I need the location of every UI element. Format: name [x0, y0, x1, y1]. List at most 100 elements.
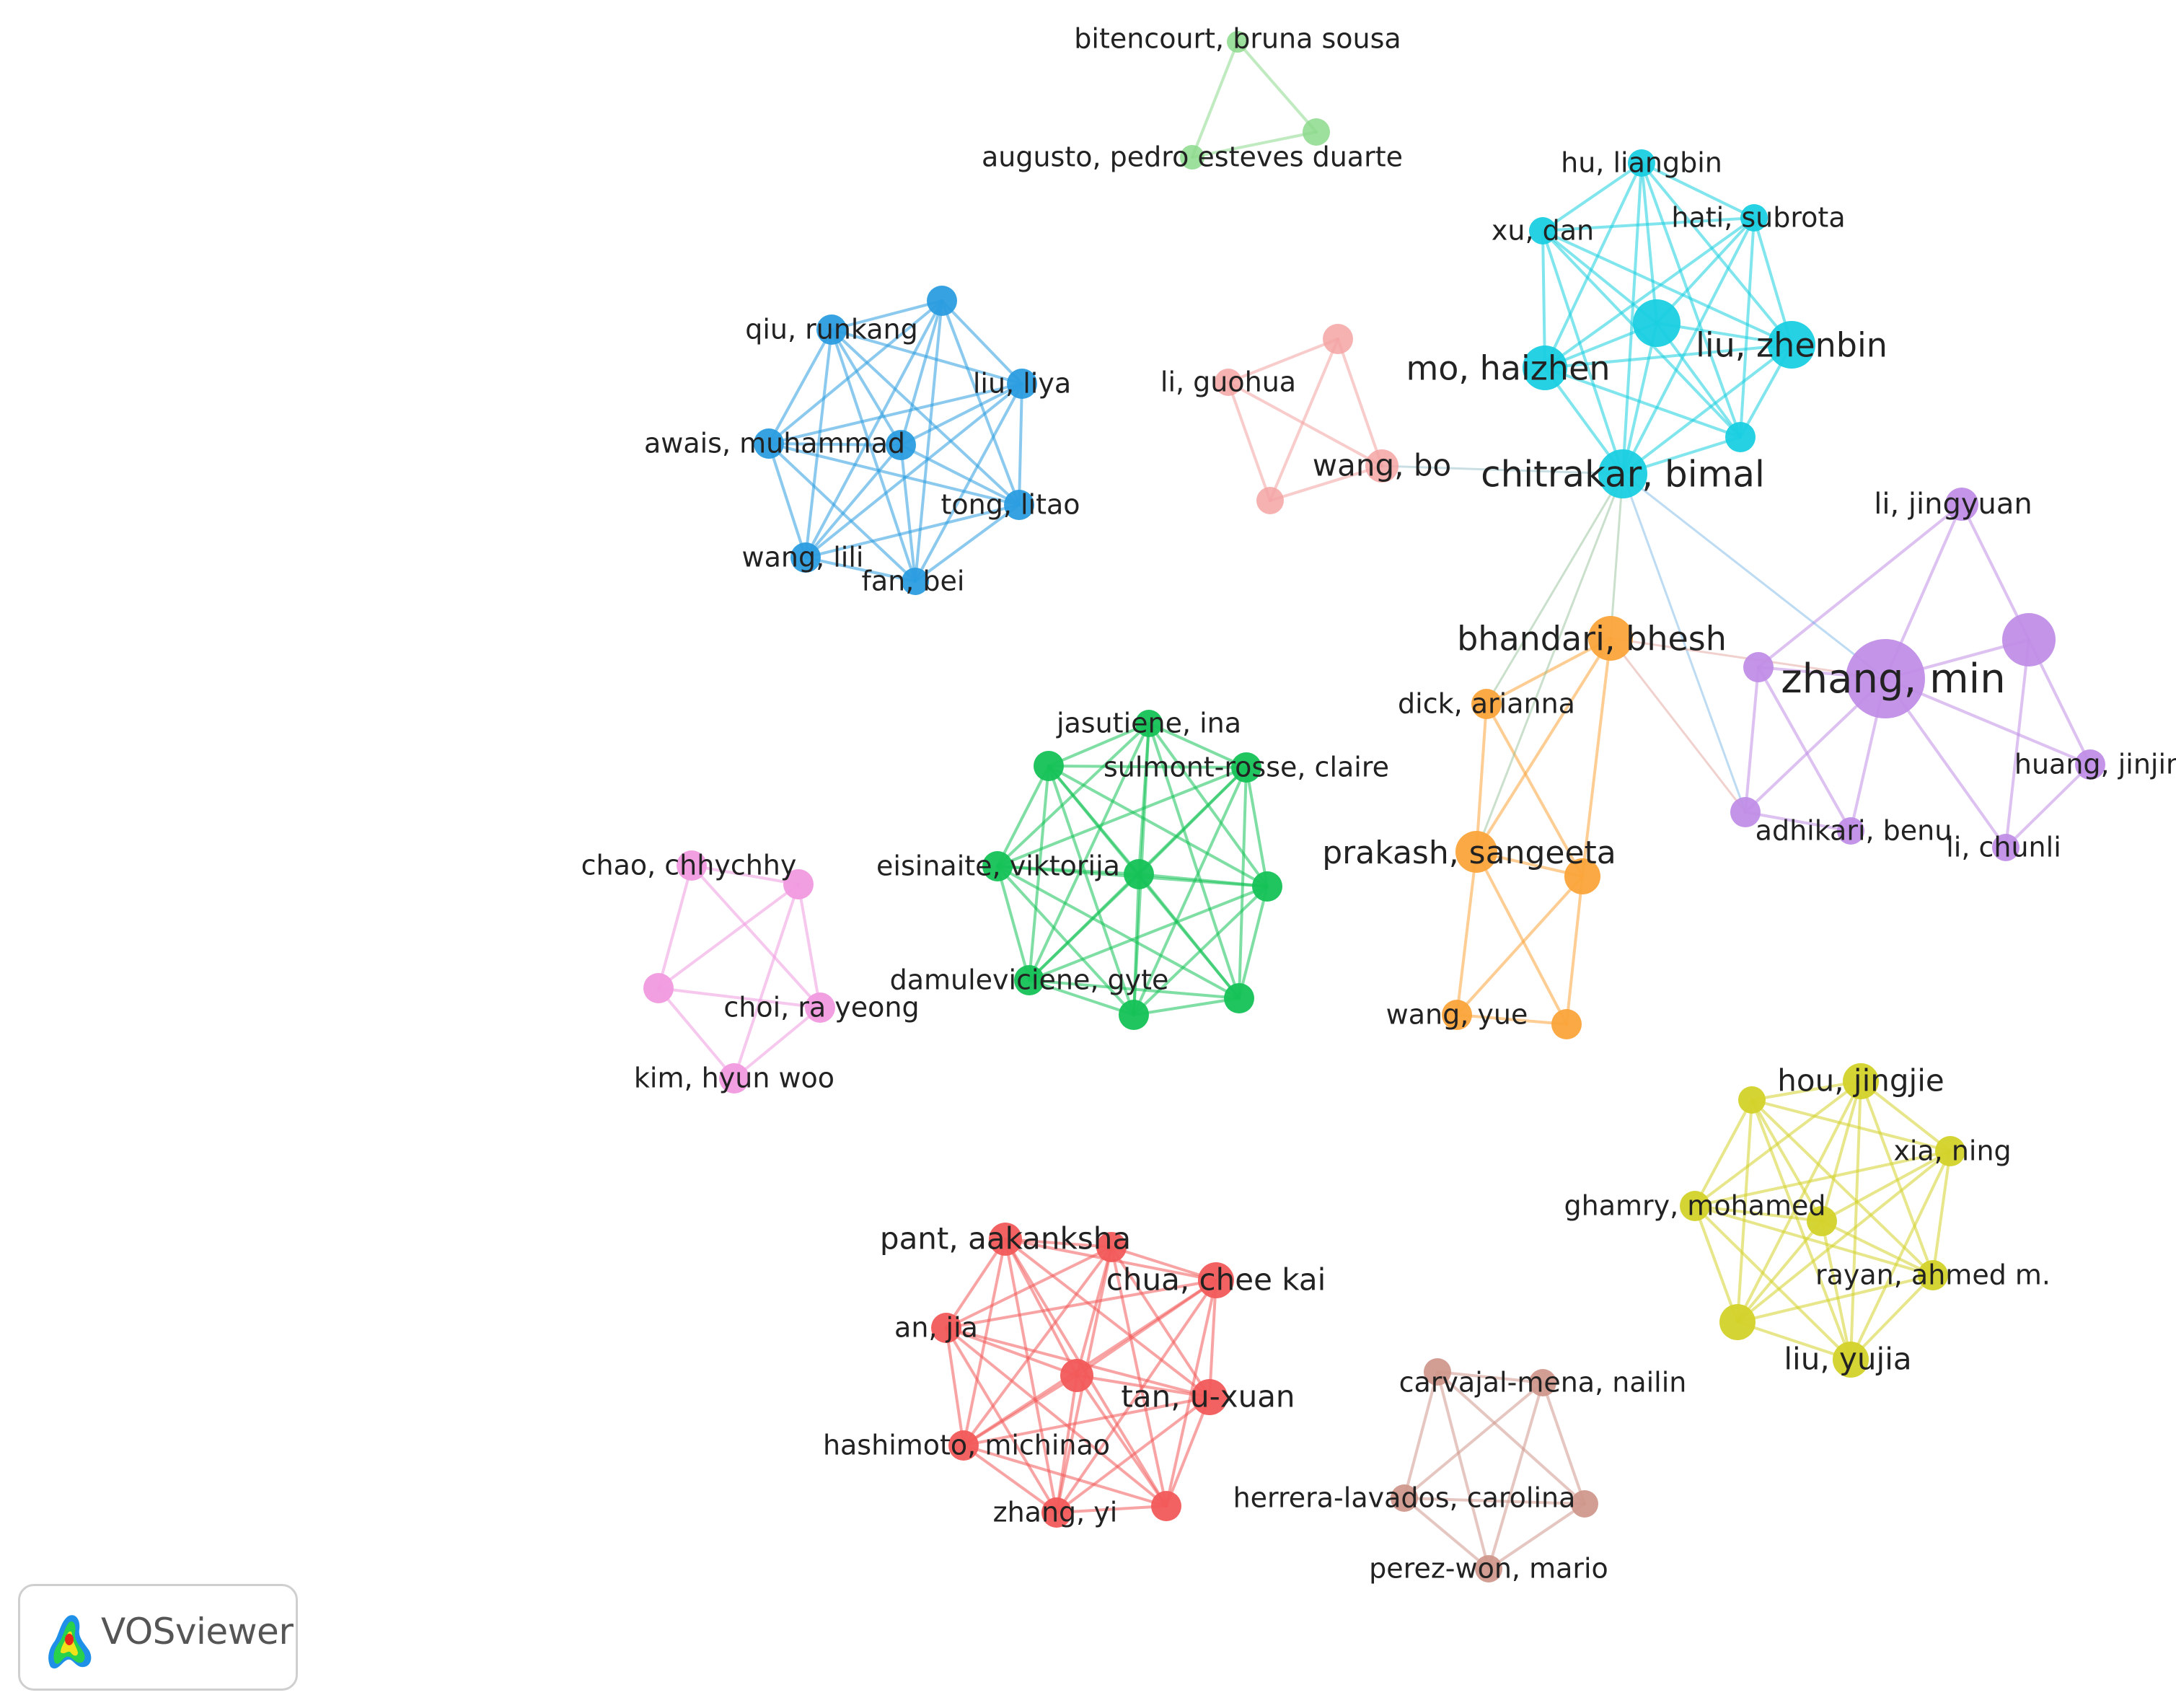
node-label-r4: an, jia — [894, 1312, 978, 1344]
node-b1[interactable] — [927, 286, 957, 316]
node-o5[interactable] — [1442, 1000, 1472, 1030]
node-o6[interactable] — [1551, 1009, 1582, 1039]
node-s2[interactable] — [1215, 369, 1242, 396]
node-lg1[interactable] — [1227, 31, 1248, 53]
node-w4[interactable] — [1571, 1490, 1598, 1518]
node-b7[interactable] — [790, 542, 821, 573]
node-b4[interactable] — [754, 428, 784, 459]
node-c5[interactable] — [1768, 321, 1815, 369]
link-y4-y5 — [1693, 1205, 1823, 1223]
node-k2[interactable] — [783, 869, 814, 899]
node-r6[interactable] — [1191, 1379, 1228, 1415]
link-r4-r8 — [945, 1326, 1058, 1514]
node-p6[interactable] — [1730, 797, 1761, 827]
node-y8[interactable] — [1833, 1342, 1869, 1378]
node-k1[interactable] — [677, 850, 707, 881]
link-o2-o3 — [1475, 703, 1488, 853]
vosviewer-logo-text: VOSviewer — [101, 1611, 294, 1652]
node-y1[interactable] — [1738, 1086, 1766, 1114]
link-g4-g9 — [996, 865, 1135, 1016]
link-s1-s3 — [1336, 338, 1383, 467]
node-o2[interactable] — [1471, 689, 1502, 719]
node-c6[interactable] — [1523, 345, 1567, 390]
link-b4-b5 — [767, 442, 902, 446]
node-g1[interactable] — [1135, 710, 1163, 737]
node-g4[interactable] — [982, 851, 1013, 881]
link-w1-w3 — [1403, 1370, 1439, 1500]
link-b1-b6 — [941, 299, 1021, 506]
node-lg3[interactable] — [1303, 118, 1330, 146]
node-c3[interactable] — [1529, 217, 1556, 245]
node-p3[interactable] — [1846, 639, 1925, 718]
node-s3[interactable] — [1365, 449, 1398, 483]
node-label-b8: fan, bei — [862, 565, 965, 597]
link-s3-c8 — [1380, 465, 1624, 475]
link-r1-r8 — [1004, 1238, 1058, 1514]
node-c4[interactable] — [1633, 299, 1681, 347]
link-g1-g3 — [1148, 722, 1248, 769]
node-r5[interactable] — [1060, 1359, 1093, 1392]
node-g7[interactable] — [1014, 965, 1044, 995]
node-c1[interactable] — [1628, 149, 1655, 177]
node-w2[interactable] — [1529, 1369, 1556, 1396]
node-g8[interactable] — [1224, 983, 1254, 1013]
node-g6[interactable] — [1252, 871, 1282, 902]
node-g2[interactable] — [1034, 751, 1064, 781]
node-p8[interactable] — [1992, 834, 2019, 861]
node-c8[interactable] — [1598, 449, 1647, 498]
node-s4[interactable] — [1256, 487, 1284, 514]
node-y2[interactable] — [1843, 1063, 1879, 1099]
node-b6[interactable] — [1004, 490, 1034, 520]
node-label-r1: pant, aakanksha — [880, 1221, 1131, 1256]
link-y2-y5 — [1820, 1080, 1862, 1223]
link-y1-y2 — [1750, 1080, 1862, 1101]
node-g9[interactable] — [1119, 1000, 1149, 1030]
node-r4[interactable] — [931, 1313, 961, 1343]
node-g5[interactable] — [1124, 859, 1154, 889]
node-label-c2: hati, subrota — [1671, 202, 1845, 234]
node-lg2[interactable] — [1180, 145, 1204, 170]
node-y3[interactable] — [1935, 1136, 1965, 1166]
node-k3[interactable] — [643, 973, 674, 1003]
link-o1-o2 — [1485, 637, 1612, 705]
node-b5[interactable] — [886, 430, 916, 460]
node-b8[interactable] — [902, 568, 929, 595]
node-o1[interactable] — [1588, 616, 1633, 661]
node-r1[interactable] — [989, 1223, 1022, 1256]
node-y7[interactable] — [1719, 1304, 1756, 1340]
node-o3[interactable] — [1455, 831, 1497, 873]
link-b5-b8 — [899, 444, 917, 583]
node-s1[interactable] — [1323, 324, 1353, 354]
link-k4-k5 — [733, 1006, 821, 1080]
link-y2-y3 — [1859, 1080, 1952, 1153]
node-o4[interactable] — [1564, 858, 1600, 894]
node-p1[interactable] — [1945, 488, 1978, 521]
node-w5[interactable] — [1475, 1555, 1502, 1582]
node-w1[interactable] — [1424, 1358, 1451, 1386]
node-p2[interactable] — [2002, 613, 2056, 666]
node-g3[interactable] — [1231, 752, 1261, 783]
node-y5[interactable] — [1807, 1206, 1837, 1236]
link-r7-r9 — [962, 1444, 1168, 1507]
node-k5[interactable] — [719, 1063, 749, 1093]
node-r9[interactable] — [1151, 1491, 1181, 1521]
node-y4[interactable] — [1680, 1191, 1710, 1221]
node-c2[interactable] — [1740, 204, 1768, 232]
node-r7[interactable] — [948, 1430, 979, 1461]
node-b2[interactable] — [816, 314, 847, 345]
node-w3[interactable] — [1391, 1484, 1418, 1512]
link-s2-s4 — [1227, 381, 1272, 502]
node-r2[interactable] — [1096, 1232, 1127, 1262]
node-y6[interactable] — [1918, 1260, 1948, 1290]
node-p4[interactable] — [1743, 652, 1774, 682]
node-p5[interactable] — [2075, 749, 2105, 780]
link-s3-s4 — [1269, 465, 1383, 502]
node-label-r3: chua, chee kai — [1106, 1262, 1326, 1298]
node-r3[interactable] — [1198, 1262, 1234, 1298]
node-p7[interactable] — [1837, 817, 1864, 845]
link-b1-b7 — [804, 299, 943, 559]
node-c7[interactable] — [1725, 422, 1756, 452]
node-b3[interactable] — [1007, 369, 1037, 399]
node-k4[interactable] — [805, 992, 835, 1023]
node-r8[interactable] — [1041, 1497, 1072, 1528]
